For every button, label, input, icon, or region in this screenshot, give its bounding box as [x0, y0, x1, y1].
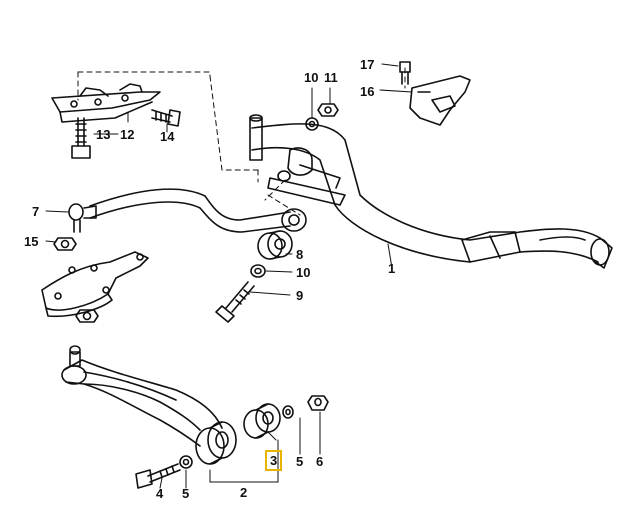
- stabilizer-bar: [68, 188, 291, 233]
- callout-13: 13: [96, 127, 111, 142]
- dashed-reference-lines: [77, 67, 406, 216]
- callout-16: 16: [360, 84, 375, 99]
- washer-10-mid: [250, 264, 266, 278]
- callout-15: 15: [24, 234, 39, 249]
- callout-17: 17: [360, 57, 375, 72]
- subframe-member: [249, 114, 613, 269]
- bushing-8: [257, 230, 293, 260]
- washer-5-right: [282, 405, 294, 419]
- washer-5-left: [179, 455, 193, 469]
- callout-3-highlighted: 3: [265, 450, 283, 471]
- callout-9: 9: [296, 288, 304, 303]
- nut-lower: [75, 309, 99, 323]
- callout-10-top: 10: [304, 70, 319, 85]
- callout-5-right: 5: [296, 454, 304, 469]
- bolt-14: [151, 109, 181, 127]
- callout-1: 1: [388, 261, 396, 276]
- nut-15: [53, 237, 77, 251]
- callout-12: 12: [120, 127, 135, 142]
- bracket-12: [51, 83, 161, 123]
- callout-10-mid: 10: [296, 265, 311, 280]
- callout-6: 6: [316, 454, 324, 469]
- callout-11: 11: [324, 70, 338, 85]
- rubber-mount-3: [243, 403, 281, 439]
- link-plate: [41, 251, 149, 318]
- bracket-16: [409, 75, 471, 126]
- callout-2: 2: [240, 485, 248, 500]
- callout-7: 7: [32, 204, 40, 219]
- bolt-13: [71, 117, 91, 159]
- nut-6: [307, 395, 329, 411]
- callout-5-left: 5: [182, 486, 190, 501]
- bolt-9: [215, 281, 255, 323]
- nut-11: [317, 103, 339, 117]
- bolt-17: [399, 61, 411, 85]
- rubber-mount-large: [195, 421, 237, 465]
- callout-4: 4: [156, 486, 164, 501]
- control-arm: [61, 345, 223, 447]
- callout-14: 14: [160, 129, 175, 144]
- leader-lines: [45, 63, 413, 489]
- bar-bushing: [281, 208, 307, 232]
- bolt-4: [135, 463, 181, 489]
- callout-8: 8: [296, 247, 304, 262]
